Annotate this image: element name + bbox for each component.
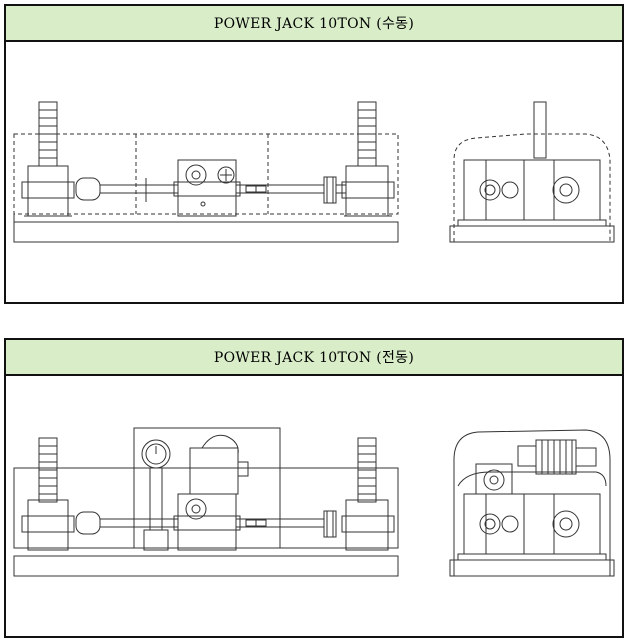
electric-jack-drawing bbox=[6, 376, 622, 636]
electric-jack-diagram bbox=[13, 427, 615, 577]
panel-title: POWER JACK 10TON (전동) bbox=[6, 340, 622, 376]
panel-title: POWER JACK 10TON (수동) bbox=[6, 6, 622, 42]
manual-jack-panel: POWER JACK 10TON (수동) bbox=[4, 4, 624, 304]
manual-jack-drawing bbox=[6, 42, 622, 302]
electric-jack-panel: POWER JACK 10TON (전동) bbox=[4, 338, 624, 638]
manual-jack-diagram bbox=[13, 101, 615, 243]
